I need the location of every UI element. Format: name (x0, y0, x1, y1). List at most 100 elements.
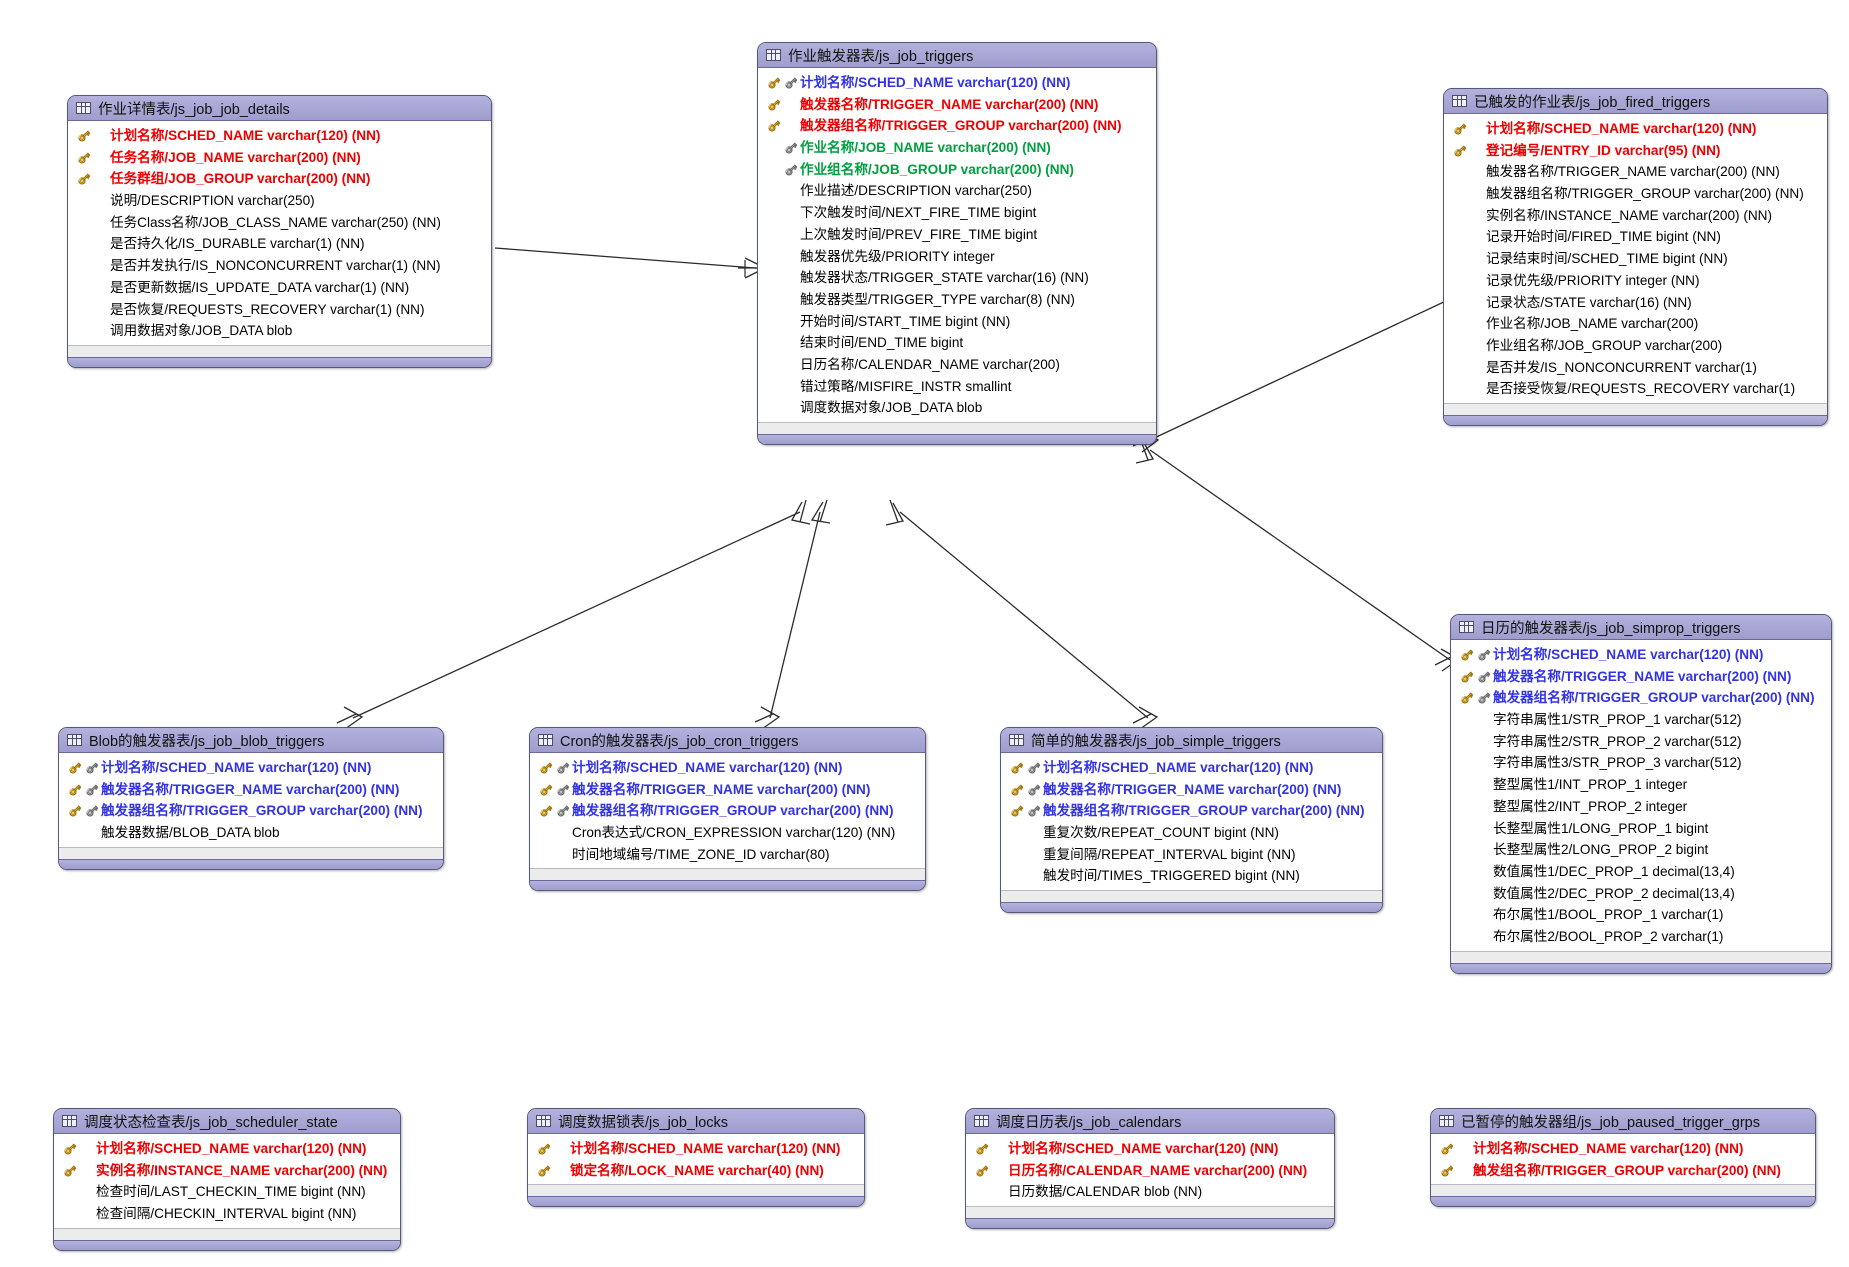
column-row[interactable]: 是否持久化/IS_DURABLE varchar(1) (NN) (68, 233, 491, 255)
column-row[interactable]: 记录开始时间/FIRED_TIME bigint (NN) (1444, 226, 1827, 248)
column-row[interactable]: 记录结束时间/SCHED_TIME bigint (NN) (1444, 248, 1827, 270)
column-row[interactable]: 触发器名称/TRIGGER_NAME varchar(200) (NN) (1444, 161, 1827, 183)
column-row[interactable]: 计划名称/SCHED_NAME varchar(120) (NN) (1431, 1138, 1815, 1160)
column-row[interactable]: 字符串属性2/STR_PROP_2 varchar(512) (1451, 731, 1831, 753)
column-row[interactable]: 整型属性2/INT_PROP_2 integer (1451, 796, 1831, 818)
column-row[interactable]: 计划名称/SCHED_NAME varchar(120) (NN) (530, 757, 925, 779)
table-js_job_simple_triggers[interactable]: 简单的触发器表/js_job_simple_triggers 计划名称/SCHE… (1000, 727, 1383, 914)
column-row[interactable]: 记录状态/STATE varchar(16) (NN) (1444, 292, 1827, 314)
primary-key-icon (535, 1164, 552, 1178)
column-row[interactable]: 错过策略/MISFIRE_INSTR smallint (758, 376, 1156, 398)
column-row[interactable]: 时间地域编号/TIME_ZONE_ID varchar(80) (530, 844, 925, 866)
column-row[interactable]: 计划名称/SCHED_NAME varchar(120) (NN) (966, 1138, 1334, 1160)
column-row[interactable]: 计划名称/SCHED_NAME varchar(120) (NN) (1451, 644, 1831, 666)
column-row[interactable]: 是否恢复/REQUESTS_RECOVERY varchar(1) (NN) (68, 299, 491, 321)
column-row[interactable]: 登记编号/ENTRY_ID varchar(95) (NN) (1444, 140, 1827, 162)
column-row[interactable]: 重复次数/REPEAT_COUNT bigint (NN) (1001, 822, 1382, 844)
column-row[interactable]: 说明/DESCRIPTION varchar(250) (68, 190, 491, 212)
column-label: 计划名称/SCHED_NAME varchar(120) (NN) (1043, 760, 1314, 776)
column-label: 整型属性1/INT_PROP_1 integer (1493, 777, 1688, 793)
table-js_job_cron_triggers[interactable]: Cron的触发器表/js_job_cron_triggers 计划名称/SCHE… (529, 727, 926, 892)
column-row[interactable]: 触发器名称/TRIGGER_NAME varchar(200) (NN) (1001, 779, 1382, 801)
column-row[interactable]: 触发器组名称/TRIGGER_GROUP varchar(200) (NN) (758, 115, 1156, 137)
column-row[interactable]: 布尔属性2/BOOL_PROP_2 varchar(1) (1451, 926, 1831, 948)
column-row[interactable]: 是否更新数据/IS_UPDATE_DATA varchar(1) (NN) (68, 277, 491, 299)
column-row[interactable]: 检查间隔/CHECKIN_INTERVAL bigint (NN) (54, 1203, 400, 1225)
column-row[interactable]: 作业组名称/JOB_GROUP varchar(200) (1444, 335, 1827, 357)
column-row[interactable]: 计划名称/SCHED_NAME varchar(120) (NN) (68, 125, 491, 147)
column-row[interactable]: 日历名称/CALENDAR_NAME varchar(200) (758, 354, 1156, 376)
column-row[interactable]: 锁定名称/LOCK_NAME varchar(40) (NN) (528, 1160, 864, 1182)
column-row[interactable]: 上次触发时间/PREV_FIRE_TIME bigint (758, 224, 1156, 246)
column-label: 计划名称/SCHED_NAME varchar(120) (NN) (96, 1141, 367, 1157)
column-row[interactable]: 开始时间/START_TIME bigint (NN) (758, 311, 1156, 333)
column-row[interactable]: 触发组名称/TRIGGER_GROUP varchar(200) (NN) (1431, 1160, 1815, 1182)
column-row[interactable]: 检查时间/LAST_CHECKIN_TIME bigint (NN) (54, 1181, 400, 1203)
table-js_job_triggers[interactable]: 作业触发器表/js_job_triggers 计划名称/SCHED_NAME v… (757, 42, 1157, 445)
column-row[interactable]: 计划名称/SCHED_NAME varchar(120) (NN) (59, 757, 443, 779)
column-row[interactable]: 任务名称/JOB_NAME varchar(200) (NN) (68, 147, 491, 169)
column-row[interactable]: 字符串属性1/STR_PROP_1 varchar(512) (1451, 709, 1831, 731)
column-row[interactable]: 长整型属性1/LONG_PROP_1 bigint (1451, 818, 1831, 840)
column-row[interactable]: 触发器名称/TRIGGER_NAME varchar(200) (NN) (59, 779, 443, 801)
column-row[interactable]: 计划名称/SCHED_NAME varchar(120) (NN) (758, 72, 1156, 94)
column-row[interactable]: 是否并发/IS_NONCONCURRENT varchar(1) (1444, 357, 1827, 379)
column-row[interactable]: 触发器组名称/TRIGGER_GROUP varchar(200) (NN) (59, 800, 443, 822)
column-row[interactable]: 计划名称/SCHED_NAME varchar(120) (NN) (1001, 757, 1382, 779)
column-row[interactable]: 触发器组名称/TRIGGER_GROUP varchar(200) (NN) (1444, 183, 1827, 205)
column-row[interactable]: Cron表达式/CRON_EXPRESSION varchar(120) (NN… (530, 822, 925, 844)
column-row[interactable]: 字符串属性3/STR_PROP_3 varchar(512) (1451, 752, 1831, 774)
column-row[interactable]: 触发器类型/TRIGGER_TYPE varchar(8) (NN) (758, 289, 1156, 311)
column-row[interactable]: 触发时间/TIMES_TRIGGERED bigint (NN) (1001, 865, 1382, 887)
column-row[interactable]: 触发器名称/TRIGGER_NAME varchar(200) (NN) (1451, 666, 1831, 688)
table-js_job_locks[interactable]: 调度数据锁表/js_job_locks 计划名称/SCHED_NAME varc… (527, 1108, 865, 1208)
column-row[interactable]: 作业名称/JOB_NAME varchar(200) (NN) (758, 137, 1156, 159)
column-row[interactable]: 任务Class名称/JOB_CLASS_NAME varchar(250) (N… (68, 212, 491, 234)
column-row[interactable]: 记录优先级/PRIORITY integer (NN) (1444, 270, 1827, 292)
column-row[interactable]: 计划名称/SCHED_NAME varchar(120) (NN) (54, 1138, 400, 1160)
column-row[interactable]: 下次触发时间/NEXT_FIRE_TIME bigint (758, 202, 1156, 224)
primary-key-icon (535, 1142, 552, 1156)
table-js_job_job_details[interactable]: 作业详情表/js_job_job_details 计划名称/SCHED_NAME… (67, 95, 492, 368)
column-row[interactable]: 触发器组名称/TRIGGER_GROUP varchar(200) (NN) (1451, 687, 1831, 709)
column-row[interactable]: 日历名称/CALENDAR_NAME varchar(200) (NN) (966, 1160, 1334, 1182)
table-js_job_fired_triggers[interactable]: 已触发的作业表/js_job_fired_triggers 计划名称/SCHED… (1443, 88, 1828, 426)
column-row[interactable]: 日历数据/CALENDAR blob (NN) (966, 1181, 1334, 1203)
column-row[interactable]: 布尔属性1/BOOL_PROP_1 varchar(1) (1451, 904, 1831, 926)
column-row[interactable]: 触发器优先级/PRIORITY integer (758, 246, 1156, 268)
column-row[interactable]: 调度数据对象/JOB_DATA blob (758, 397, 1156, 419)
table-js_job_calendars[interactable]: 调度日历表/js_job_calendars 计划名称/SCHED_NAME v… (965, 1108, 1335, 1230)
table-js_job_scheduler_state[interactable]: 调度状态检查表/js_job_scheduler_state 计划名称/SCHE… (53, 1108, 401, 1251)
column-row[interactable]: 触发器名称/TRIGGER_NAME varchar(200) (NN) (530, 779, 925, 801)
column-row[interactable]: 作业组名称/JOB_GROUP varchar(200) (NN) (758, 159, 1156, 181)
column-label: 字符串属性2/STR_PROP_2 varchar(512) (1493, 733, 1742, 749)
column-label: 触发时间/TIMES_TRIGGERED bigint (NN) (1043, 868, 1300, 884)
column-row[interactable]: 触发器名称/TRIGGER_NAME varchar(200) (NN) (758, 94, 1156, 116)
column-row[interactable]: 触发器组名称/TRIGGER_GROUP varchar(200) (NN) (530, 800, 925, 822)
column-row[interactable]: 触发器组名称/TRIGGER_GROUP varchar(200) (NN) (1001, 800, 1382, 822)
column-label: 作业名称/JOB_NAME varchar(200) (1486, 316, 1699, 332)
column-row[interactable]: 任务群组/JOB_GROUP varchar(200) (NN) (68, 168, 491, 190)
column-row[interactable]: 是否接受恢复/REQUESTS_RECOVERY varchar(1) (1444, 378, 1827, 400)
column-row[interactable]: 触发器状态/TRIGGER_STATE varchar(16) (NN) (758, 267, 1156, 289)
column-row[interactable]: 数值属性2/DEC_PROP_2 decimal(13,4) (1451, 883, 1831, 905)
column-row[interactable]: 触发器数据/BLOB_DATA blob (59, 822, 443, 844)
table-js_job_simprop_triggers[interactable]: 日历的触发器表/js_job_simprop_triggers 计划名称/SCH… (1450, 614, 1832, 974)
column-row[interactable]: 重复间隔/REPEAT_INTERVAL bigint (NN) (1001, 844, 1382, 866)
table-footer (1001, 890, 1382, 903)
column-row[interactable]: 作业名称/JOB_NAME varchar(200) (1444, 313, 1827, 335)
column-list: 计划名称/SCHED_NAME varchar(120) (NN)触发器名称/T… (758, 68, 1156, 422)
column-row[interactable]: 计划名称/SCHED_NAME varchar(120) (NN) (1444, 118, 1827, 140)
column-row[interactable]: 结束时间/END_TIME bigint (758, 332, 1156, 354)
table-js_job_paused_trigger_grps[interactable]: 已暂停的触发器组/js_job_paused_trigger_grps 计划名称… (1430, 1108, 1816, 1208)
column-row[interactable]: 计划名称/SCHED_NAME varchar(120) (NN) (528, 1138, 864, 1160)
column-row[interactable]: 是否并发执行/IS_NONCONCURRENT varchar(1) (NN) (68, 255, 491, 277)
column-row[interactable]: 实例名称/INSTANCE_NAME varchar(200) (NN) (1444, 205, 1827, 227)
table-js_job_blob_triggers[interactable]: Blob的触发器表/js_job_blob_triggers 计划名称/SCHE… (58, 727, 444, 870)
column-row[interactable]: 整型属性1/INT_PROP_1 integer (1451, 774, 1831, 796)
column-row[interactable]: 实例名称/INSTANCE_NAME varchar(200) (NN) (54, 1160, 400, 1182)
column-row[interactable]: 长整型属性2/LONG_PROP_2 bigint (1451, 839, 1831, 861)
column-row[interactable]: 作业描述/DESCRIPTION varchar(250) (758, 180, 1156, 202)
column-row[interactable]: 调用数据对象/JOB_DATA blob (68, 320, 491, 342)
column-row[interactable]: 数值属性1/DEC_PROP_1 decimal(13,4) (1451, 861, 1831, 883)
